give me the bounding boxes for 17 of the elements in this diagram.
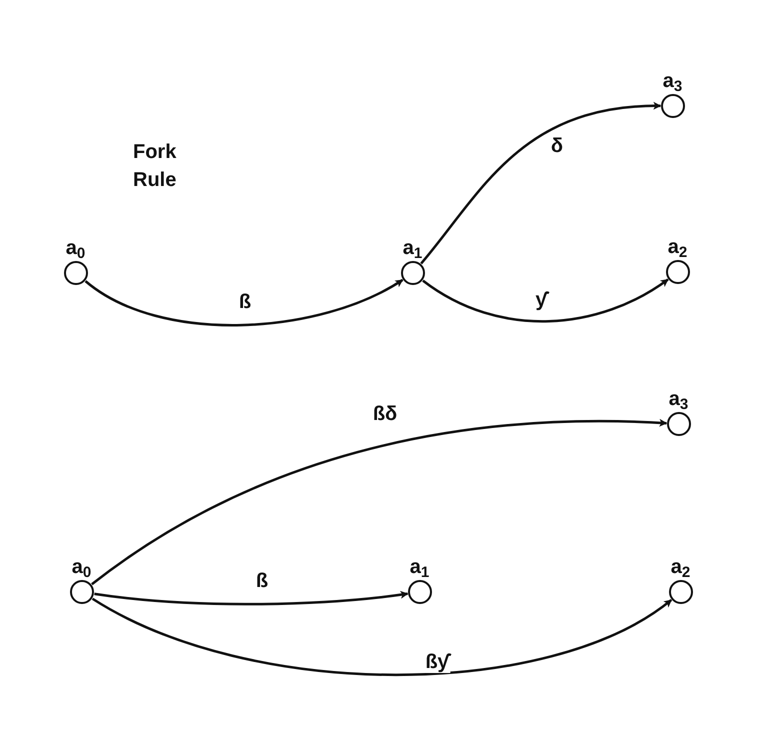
node-label: a$_{3}$ (662, 68, 682, 94)
arrow (92, 598, 672, 676)
node-label: a$_{3}$ (668, 386, 688, 412)
arrow (84, 278, 404, 326)
node-label: a$_{1}$ (410, 554, 430, 580)
node-label: a$_{2}$ (670, 554, 690, 580)
edge-label: ßƴ (423, 651, 451, 673)
node-label: a$_{1}$ (402, 236, 422, 260)
diagram-title: Fork Rule (133, 140, 178, 193)
node-label: a$_{0}$ (66, 236, 86, 260)
arrow (91, 418, 668, 586)
edge-label: ƴ (533, 289, 549, 311)
arrow (420, 102, 662, 264)
node-label: a$_{0}$ (72, 554, 92, 580)
arrow (94, 590, 408, 606)
node-label: a$_{2}$ (668, 234, 688, 260)
arrow (422, 278, 669, 322)
